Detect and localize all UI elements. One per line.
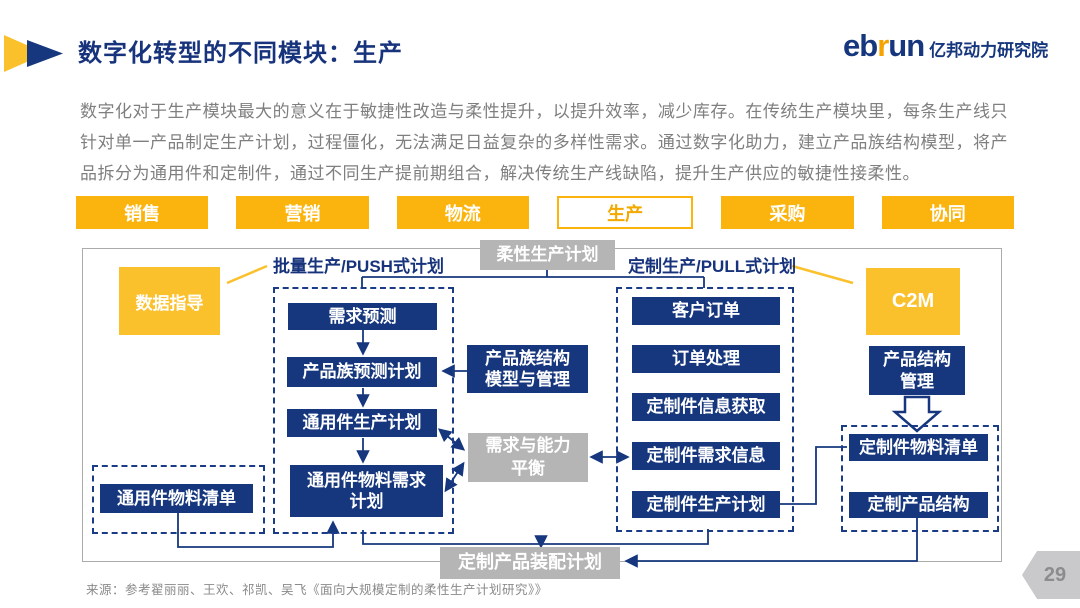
module-tabs: 销售 营销 物流 生产 采购 协同: [76, 196, 1014, 229]
demand-capacity-balance-box: 需求与能力 平衡: [468, 433, 588, 482]
custom-production-plan-box: 定制件生产计划: [632, 491, 780, 518]
demand-forecast-box: 需求预测: [288, 303, 437, 330]
custom-demand-info-box: 定制件需求信息: [632, 442, 780, 470]
family-forecast-plan-box: 产品族预测计划: [287, 357, 437, 387]
tab-marketing[interactable]: 营销: [236, 196, 369, 229]
push-branch-label: 批量生产/PUSH式计划: [273, 257, 444, 276]
data-guide-box: 数据指导: [119, 267, 220, 335]
pull-branch-label: 定制生产/PULL式计划: [628, 257, 797, 276]
intro-paragraph: 数字化对于生产模块最大的意义在于敏捷性改造与柔性提升，以提升效率，减少库存。在传…: [80, 102, 1008, 183]
page-title: 数字化转型的不同模块：生产: [78, 40, 403, 67]
customer-order-box: 客户订单: [632, 297, 780, 325]
tab-procurement[interactable]: 采购: [721, 196, 854, 229]
common-part-plan-box: 通用件生产计划: [287, 409, 437, 437]
common-mrp-box: 通用件物料需求 计划: [290, 465, 443, 517]
logo: ebrun 亿邦动力研究院: [843, 30, 1048, 61]
tab-collaboration[interactable]: 协同: [881, 196, 1014, 229]
product-structure-mgmt-box: 产品结构 管理: [869, 346, 965, 395]
custom-product-structure-box: 定制产品结构: [849, 492, 988, 518]
page-number-badge: 29: [1022, 551, 1080, 599]
flexible-plan-box: 柔性生产计划: [480, 240, 615, 270]
custom-assembly-plan-box: 定制产品装配计划: [440, 547, 620, 579]
family-structure-model-box: 产品族结构 模型与管理: [467, 345, 588, 393]
custom-info-acquire-box: 定制件信息获取: [632, 393, 780, 421]
tab-logistics[interactable]: 物流: [396, 196, 529, 229]
title-arrow-blue-icon: [27, 40, 63, 67]
tab-production[interactable]: 生产: [556, 196, 694, 229]
common-bom-box: 通用件物料清单: [100, 484, 253, 513]
tab-sales[interactable]: 销售: [76, 196, 209, 229]
custom-bom-box: 定制件物料清单: [849, 434, 988, 461]
logo-ebrun: ebrun: [843, 28, 925, 63]
logo-cn-text: 亿邦动力研究院: [929, 41, 1049, 60]
c2m-box: C2M: [866, 268, 960, 335]
order-processing-box: 订单处理: [632, 345, 780, 373]
source-note: 来源：参考翟丽丽、王欢、祁凯、吴飞《面向大规模定制的柔性生产计划研究》》: [86, 583, 548, 597]
